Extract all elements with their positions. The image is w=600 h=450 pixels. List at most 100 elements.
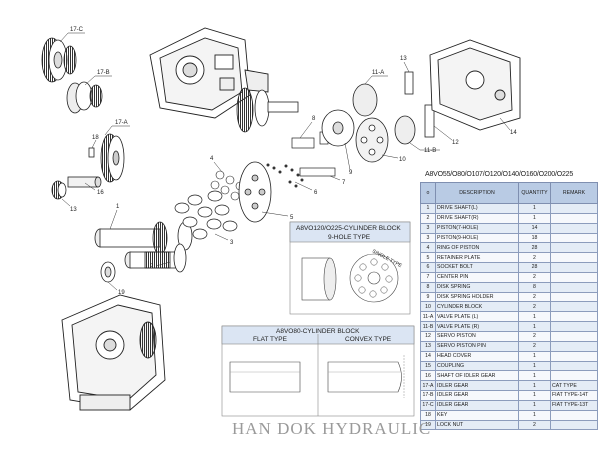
cell-description: KEY	[435, 409, 519, 421]
callout-14: 14	[510, 130, 517, 136]
cell-remark	[550, 222, 598, 234]
cell-no: 7	[420, 271, 436, 283]
cell-description: VALVE PLATE (R)	[435, 321, 519, 332]
callout-7: 7	[342, 180, 346, 186]
cell-description: CENTER PIN	[435, 271, 519, 283]
cell-no: 11-B	[420, 321, 436, 332]
cell-quantity: 1	[518, 212, 551, 224]
inset-convex-type-label: CONVEX TYPE	[345, 336, 392, 343]
pistons-3	[174, 190, 238, 240]
cell-remark	[550, 212, 598, 224]
cell-quantity: 1	[518, 399, 551, 411]
leader-lines	[59, 32, 511, 291]
inset-flat-type-label: FLAT TYPE	[253, 336, 288, 343]
cell-no: 13	[420, 340, 436, 352]
inset-a8vo80-cylinder-block: A8VO80-CYLINDER BLOCK FLAT TYPE CONVEX T…	[221, 325, 415, 417]
callout-17a: 17-A	[115, 120, 128, 126]
cell-no: 16	[420, 370, 436, 382]
cell-remark	[550, 311, 598, 323]
cell-quantity: 14	[518, 222, 551, 234]
cell-description: HEAD COVER	[435, 350, 519, 362]
cell-quantity: 28	[518, 262, 551, 273]
socket-bolts-6	[266, 163, 304, 188]
inset-9-hole-subtitle: 9-HOLE TYPE	[328, 234, 371, 241]
callout-11a: 11-A	[372, 70, 384, 76]
valve-plate-11b	[394, 115, 416, 145]
header-quantity: QUANTITY	[518, 182, 551, 204]
header-remark: REMARK	[550, 182, 598, 204]
cell-remark	[550, 301, 598, 313]
gear-pair-center	[236, 87, 299, 133]
callout-17c: 17-C	[70, 27, 84, 33]
cell-no: 10	[420, 301, 436, 313]
callout-1: 1	[116, 204, 120, 210]
cell-no: 5	[420, 252, 436, 264]
idler-gear-17b	[66, 81, 103, 114]
cylinder-block-10	[355, 117, 389, 163]
callout-16: 16	[97, 190, 104, 196]
key-18	[88, 147, 95, 158]
callout-9: 9	[349, 170, 353, 176]
cell-no: 3	[420, 232, 436, 244]
cell-remark	[550, 252, 598, 264]
cell-description: DISK SPRING	[435, 281, 519, 293]
cell-quantity: 1	[518, 350, 551, 362]
pump-housing-bottom	[61, 294, 166, 411]
cell-quantity: 2	[518, 301, 551, 313]
cell-description: SOCKET BOLT	[435, 262, 519, 273]
callout-8: 8	[312, 116, 316, 122]
drive-shaft-1	[94, 221, 193, 255]
cell-description: LOCK NUT	[435, 419, 519, 431]
cell-no: 14	[420, 350, 436, 362]
cell-no: 17-C	[420, 399, 436, 411]
cell-no: 8	[420, 281, 436, 293]
cell-remark	[550, 419, 598, 431]
lock-nut-19	[100, 261, 116, 283]
cell-quantity: 8	[518, 281, 551, 293]
cell-remark: FIAT TYPE-13T	[550, 399, 598, 411]
callout-2: 2	[150, 264, 154, 270]
inset-a8vo80-title: A8VO80-CYLINDER BLOCK	[276, 328, 360, 335]
cell-quantity: 1	[518, 203, 551, 214]
callout-19: 19	[118, 290, 125, 296]
servo-piston-12	[424, 104, 435, 138]
cell-no: 17-B	[420, 390, 436, 401]
cell-no: 11-A	[420, 311, 436, 323]
idler-gear-17a	[100, 133, 125, 183]
cell-quantity: 2	[518, 340, 551, 352]
callout-6: 6	[314, 190, 318, 196]
cell-remark	[550, 271, 598, 283]
cell-quantity: 1	[518, 380, 551, 392]
cell-remark	[550, 330, 598, 342]
callout-13: 13	[70, 207, 77, 213]
cell-remark	[550, 242, 598, 254]
coupling-13	[51, 180, 67, 200]
cell-remark	[550, 262, 598, 273]
inset-9-hole-cylinder-block: A8VO120/O225-CYLINDER BLOCK 9-HOLE TYPE …	[289, 221, 411, 315]
cell-description: CYLINDER BLOCK	[435, 301, 519, 313]
cell-remark	[550, 360, 598, 372]
cell-quantity: 1	[518, 311, 551, 323]
servo-pin-13r	[404, 71, 414, 95]
cell-quantity: 1	[518, 360, 551, 372]
retainer-plate-5	[238, 161, 272, 223]
cell-description: VALVE PLATE (L)	[435, 311, 519, 323]
callout-labels: 17-C 17-B 17-A 18 16 13 1 2 19 3 4 5 6 7…	[70, 27, 517, 296]
cell-description: IDLER GEAR	[435, 390, 519, 401]
callout-5: 5	[290, 215, 294, 221]
cell-no: 3	[420, 222, 436, 234]
cell-no: 9	[420, 291, 436, 303]
cell-quantity: 2	[518, 252, 551, 264]
cell-description: RETAINER PLATE	[435, 252, 519, 264]
